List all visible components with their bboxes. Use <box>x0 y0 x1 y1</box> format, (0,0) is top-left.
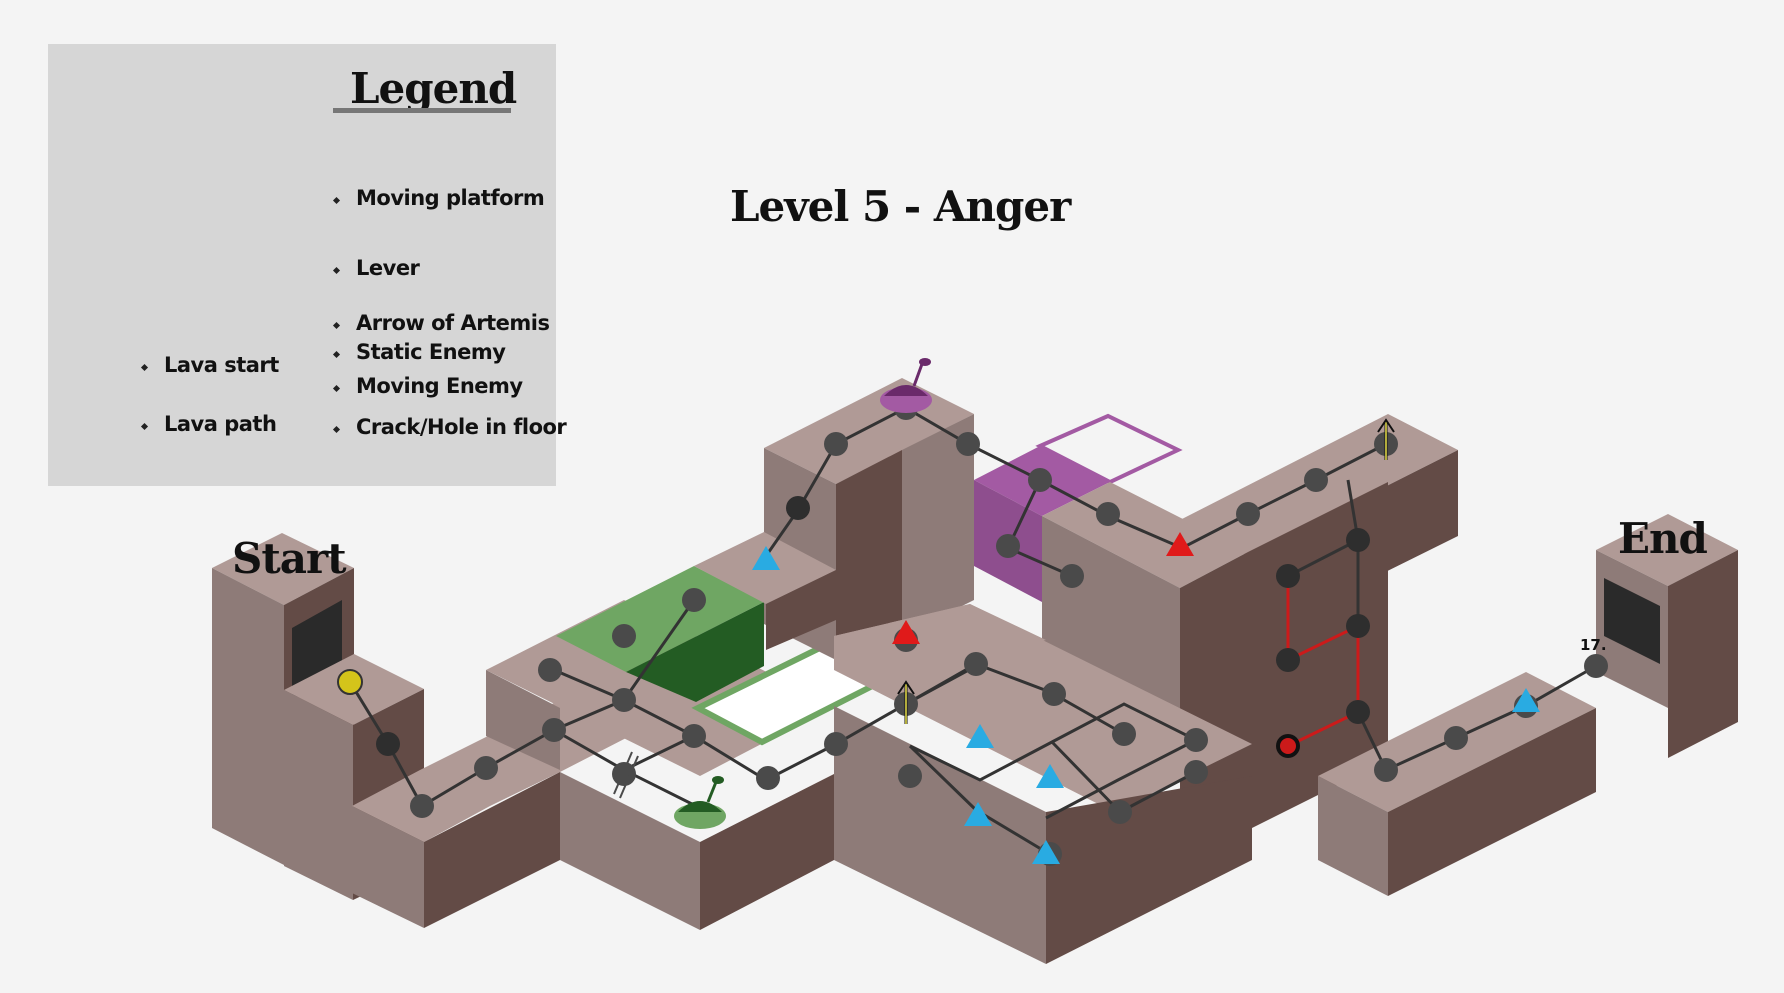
node-number-label: 17. <box>1580 636 1607 654</box>
legend-item-lava-path: Lava path <box>164 412 276 436</box>
legend-item-static-enemy: Static Enemy <box>356 340 505 364</box>
end-label: End <box>1618 514 1707 563</box>
green-lever-icon <box>674 776 726 829</box>
legend-item-arrow: Arrow of Artemis <box>356 311 549 335</box>
legend-underline <box>333 108 511 113</box>
lava-start-node <box>1280 738 1296 754</box>
legend-item-moving-enemy: Moving Enemy <box>356 374 523 398</box>
legend-title: Legend <box>350 64 516 113</box>
start-node <box>338 670 362 694</box>
legend-item-moving-platform: Moving platform <box>356 186 544 210</box>
legend-item-lava-start: Lava start <box>164 353 279 377</box>
legend-item-crack: Crack/Hole in floor <box>356 415 566 439</box>
level-title: Level 5 - Anger <box>730 182 1070 231</box>
legend-item-lever: Lever <box>356 256 419 280</box>
start-label: Start <box>232 534 345 583</box>
